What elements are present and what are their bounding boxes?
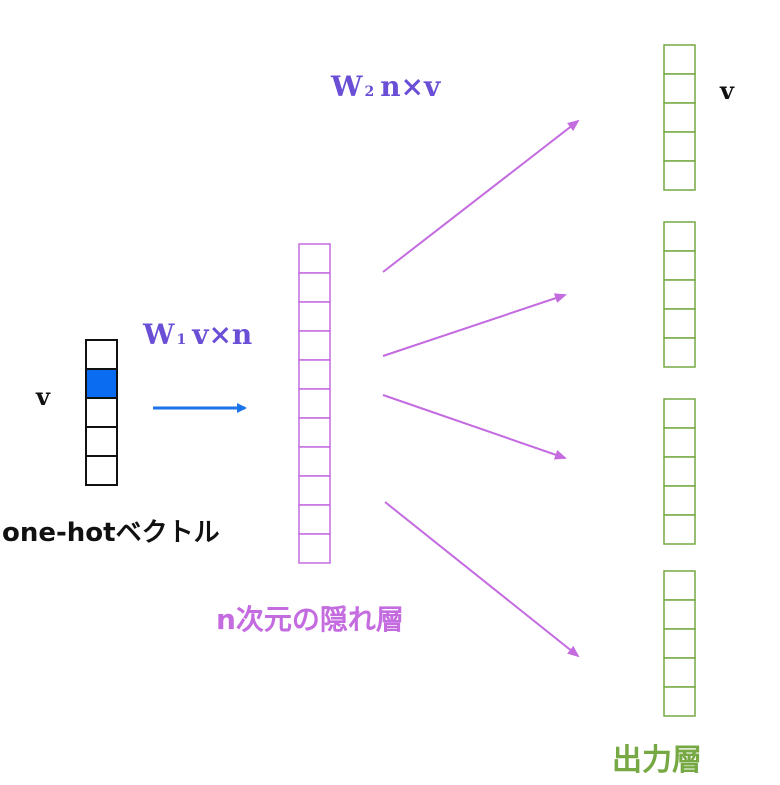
input-caption: one-hotベクトル (2, 518, 220, 548)
input-cell-active (85, 368, 118, 399)
output-cell (663, 398, 696, 429)
input-dim-label: v (36, 382, 50, 411)
output-cell (663, 570, 696, 601)
output-cell (663, 44, 696, 75)
output-caption: 出力層 (612, 743, 702, 778)
hidden-cell (298, 272, 331, 303)
output-cell (663, 599, 696, 630)
w2-shape: n×v (380, 70, 441, 103)
w1-index: 1 (176, 332, 187, 348)
w1-shape: v×n (192, 318, 253, 351)
output-cell (663, 427, 696, 458)
hidden-cell (298, 504, 331, 535)
output-layer-vectors (663, 44, 696, 717)
output-cell (663, 73, 696, 104)
hidden-cell (298, 533, 331, 564)
output-vector (663, 398, 696, 545)
output-cell (663, 221, 696, 252)
output-cell (663, 102, 696, 133)
input-cell (85, 455, 118, 486)
input-vector (85, 339, 118, 486)
w2-index: 2 (364, 84, 375, 100)
output-vector (663, 44, 696, 191)
output-cell (663, 657, 696, 688)
output-cell (663, 250, 696, 281)
output-cell (663, 485, 696, 516)
input-cell (85, 339, 118, 370)
hidden-cell (298, 330, 331, 361)
output-vector (663, 221, 696, 368)
output-cell (663, 456, 696, 487)
output-dim-label: v (720, 76, 734, 105)
output-cell (663, 131, 696, 162)
output-cell (663, 514, 696, 545)
hidden-to-output-arrows (382, 119, 580, 658)
output-arrow (382, 293, 567, 357)
output-cell (663, 628, 696, 659)
output-cell (663, 337, 696, 368)
output-cell (663, 308, 696, 339)
hidden-cell (298, 359, 331, 390)
output-vector (663, 570, 696, 717)
output-cell (663, 279, 696, 310)
output-cell (663, 686, 696, 717)
w1-symbol: W (143, 318, 175, 351)
hidden-cell (298, 475, 331, 506)
hidden-cell (298, 446, 331, 477)
hidden-cell (298, 301, 331, 332)
output-arrow (384, 501, 580, 658)
w2-symbol: W (331, 70, 363, 103)
hidden-cell (298, 388, 331, 419)
output-arrow (382, 119, 580, 273)
output-arrow (382, 394, 567, 460)
input-cell (85, 426, 118, 457)
hidden-layer-vector (298, 243, 331, 564)
hidden-caption: n次元の隠れ層 (216, 603, 404, 636)
output-cell (663, 160, 696, 191)
input-cell (85, 397, 118, 428)
hidden-cell (298, 417, 331, 448)
hidden-cell (298, 243, 331, 274)
